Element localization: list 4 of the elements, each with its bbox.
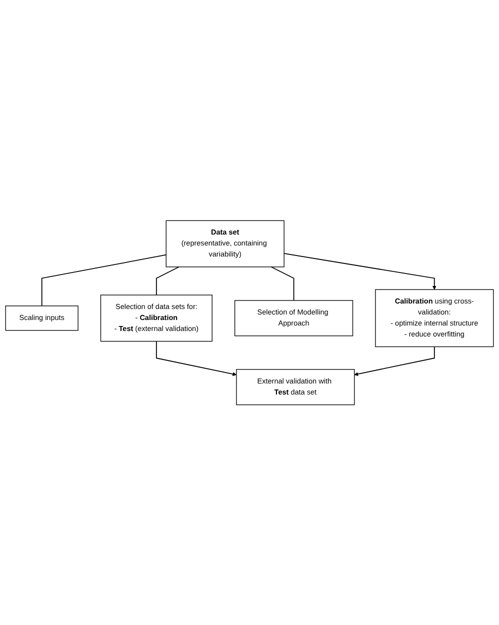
arrow	[156, 340, 237, 376]
connector	[41, 254, 167, 306]
arrow	[354, 346, 435, 376]
arrow	[284, 252, 436, 290]
